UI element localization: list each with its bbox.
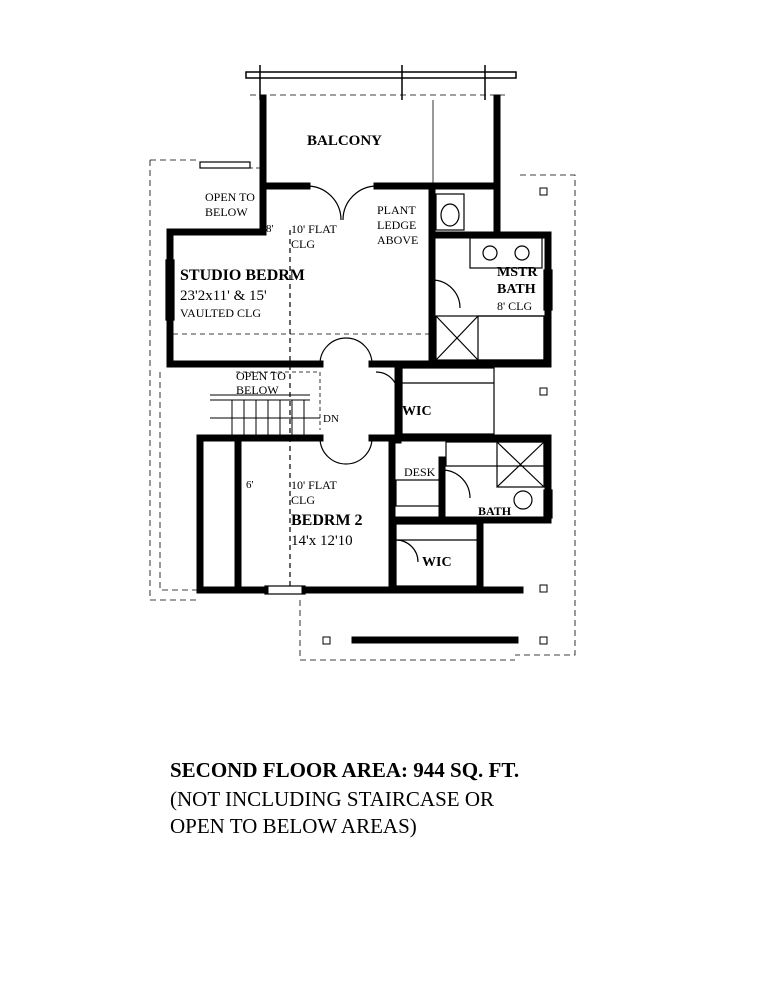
label-studio-clg: VAULTED CLG [180, 306, 261, 320]
label-studio-bedrm: STUDIO BEDRM [180, 267, 305, 284]
label-wic-upper: WIC [402, 404, 432, 419]
label-open-to-below-top-2: BELOW [205, 205, 248, 219]
balcony-railing [245, 65, 517, 186]
label-plant-ledge-1: PLANT [377, 203, 416, 217]
label-studio-dims: 23'2x11' & 15' [180, 288, 267, 304]
label-bath: BATH [478, 504, 512, 518]
floor-area-note-line1: (NOT INCLUDING STAIRCASE OR [170, 787, 495, 811]
fixtures [165, 161, 553, 595]
roof-outline [149, 94, 576, 661]
label-balcony: BALCONY [307, 133, 382, 149]
label-mstr-bath-2: BATH [497, 282, 536, 297]
floor-area-note-line2: OPEN TO BELOW AREAS) [170, 814, 417, 838]
label-dn: DN [323, 413, 339, 425]
label-plant-ledge-3: ABOVE [377, 233, 418, 247]
post-markers [322, 187, 548, 645]
label-mstr-clg: 8' CLG [497, 299, 532, 313]
room-labels: BALCONY OPEN TO BELOW 8' 10' FLAT CLG PL… [180, 133, 538, 570]
label-desk: DESK [404, 465, 436, 479]
label-plant-ledge-2: LEDGE [377, 218, 416, 232]
label-open-to-below-stair-1: OPEN TO [236, 369, 286, 383]
label-flat-clg-bedrm2-1: 10' FLAT [291, 478, 338, 492]
label-bedrm2: BEDRM 2 [291, 512, 363, 529]
walls [166, 94, 552, 644]
label-flat-clg-studio-2: CLG [291, 237, 315, 251]
floor-area-caption: SECOND FLOOR AREA: 944 SQ. FT. [170, 758, 520, 782]
label-flat-clg-studio-1: 10' FLAT [291, 222, 338, 236]
label-bedrm2-dims: 14'x 12'10 [291, 533, 353, 549]
label-ceiling-6: 6' [246, 479, 254, 491]
label-open-to-below-stair-2: BELOW [236, 383, 279, 397]
label-open-to-below-top-1: OPEN TO [205, 190, 255, 204]
floor-plan: BALCONY OPEN TO BELOW 8' 10' FLAT CLG PL… [149, 65, 576, 661]
label-mstr-bath-1: MSTR [497, 265, 538, 280]
label-ceiling-8: 8' [266, 223, 274, 235]
label-wic-lower: WIC [422, 555, 452, 570]
label-flat-clg-bedrm2-2: CLG [291, 493, 315, 507]
